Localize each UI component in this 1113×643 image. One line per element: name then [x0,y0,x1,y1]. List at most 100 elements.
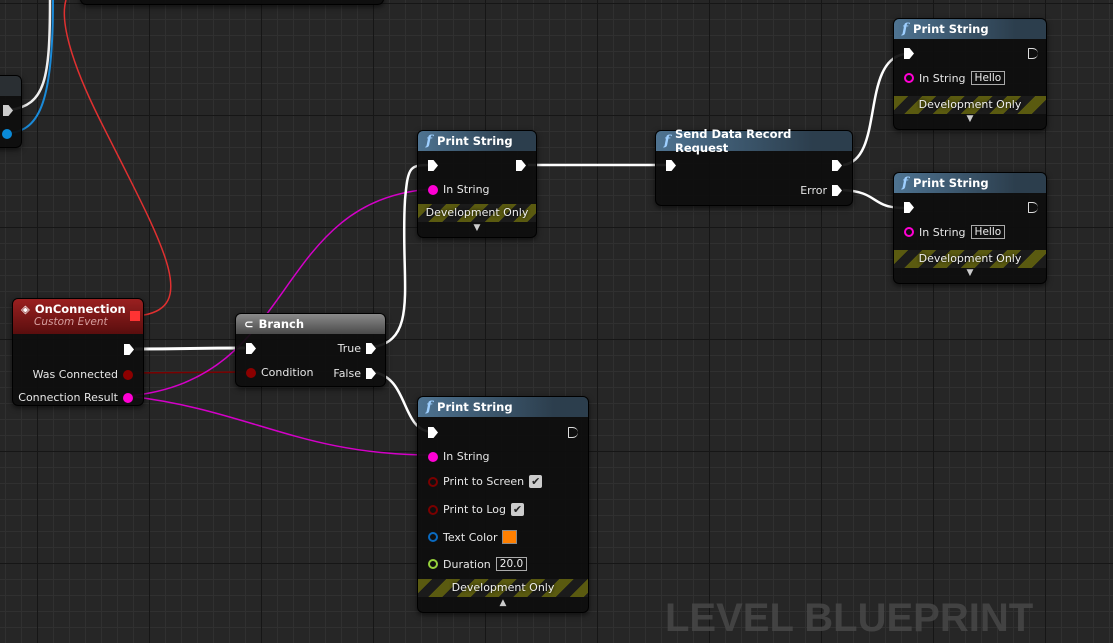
function-header: f Print String [418,131,536,151]
exec-in-pin[interactable] [428,160,438,171]
print-to-log-checkbox[interactable]: ✔ [511,503,524,516]
development-only-banner: Development Only [894,250,1046,268]
exec-wire-true [372,163,433,349]
bool-pin-icon [428,476,438,487]
exec-in-pin[interactable] [428,427,438,438]
in-string-input[interactable]: Hello [970,71,1006,85]
error-pin[interactable]: Error [800,184,842,197]
string-pin-icon [428,184,438,195]
development-only-banner: Development Only [418,579,588,597]
exec-out-pin[interactable] [568,427,578,438]
exec-pin-icon [568,427,578,438]
bool-pin-icon [123,369,133,380]
exec-out-pin[interactable] [1028,48,1038,59]
exec-out-pin[interactable] [516,160,526,171]
exec-out-pin[interactable] [832,160,842,171]
on-connection-node[interactable]: ◈OnConnection Custom Event Was Connected… [12,298,144,406]
node-title: Print String [913,176,989,190]
node-title: Branch [258,317,305,331]
text-color-swatch[interactable] [502,530,518,544]
float-pin-icon [428,559,438,569]
duration-input[interactable]: 20.0 [495,557,528,571]
function-icon: f [664,133,671,149]
function-icon: f [426,399,433,415]
print-to-screen-pin[interactable]: Print to Screen✔ [428,475,543,488]
false-pin[interactable]: False [333,367,376,380]
exec-pin-icon [124,344,134,355]
node-title: Send Data Record Request [675,127,792,155]
expand-arrow-icon[interactable]: ▼ [966,268,974,278]
exec-in-pin[interactable] [904,48,914,59]
struct-out-pin[interactable] [2,129,12,139]
in-string-pin[interactable]: In String Hello [904,71,1006,85]
exec-pin-icon [366,343,376,354]
string-wire-print1 [127,188,433,397]
pin-label: Duration [443,557,491,571]
exec-pin-icon [428,160,438,171]
level-blueprint-watermark: LEVEL BLUEPRINT [665,596,1034,640]
duration-pin[interactable]: Duration 20.0 [428,557,528,571]
exec-pin-icon [904,48,914,59]
pin-label: Condition [261,366,314,379]
exec-out-pin[interactable] [1028,202,1038,213]
node-header [0,76,21,96]
exec-pin-icon [3,105,13,116]
in-string-input[interactable]: Hello [970,225,1006,239]
string-wire-print4 [127,395,433,456]
exec-pin-icon [1028,48,1038,59]
function-icon: f [426,133,433,149]
exec-pin-icon [246,343,256,354]
branch-header: ⊂ Branch [236,314,385,334]
bool-wire [127,371,246,374]
pin-label: In String [919,71,966,85]
offscreen-node-left[interactable] [0,75,22,148]
struct-pin-icon [428,532,438,542]
offscreen-node-top[interactable] [80,0,384,5]
branch-icon: ⊂ [244,317,254,331]
expand-arrow-icon[interactable]: ▼ [473,223,481,233]
in-string-pin[interactable]: In String [428,450,490,463]
pin-label: In String [443,450,490,463]
exec-out-pin[interactable] [124,344,134,355]
node-title: Print String [437,134,513,148]
exec-pin-icon [1028,202,1038,213]
print-to-log-pin[interactable]: Print to Log ✔ [428,503,524,516]
true-pin[interactable]: True [338,342,376,355]
exec-out-pin[interactable] [3,105,13,116]
exec-in-pin[interactable] [904,202,914,213]
node-subtitle: Custom Event [34,316,108,328]
struct-pin-icon [2,129,12,139]
collapse-arrow-icon[interactable]: ▲ [499,598,507,608]
exec-pin-icon [904,202,914,213]
pin-label: Print to Log [443,503,506,516]
condition-pin[interactable]: Condition [246,366,314,379]
was-connected-pin[interactable]: Was Connected [33,368,133,381]
bool-pin-icon [246,367,256,378]
exec-in-pin[interactable] [246,343,256,354]
node-title: Print String [913,22,989,36]
exec-in-pin[interactable] [666,160,676,171]
delegate-pin-icon[interactable] [130,311,140,321]
in-string-pin[interactable]: In String [428,183,490,196]
pin-label: False [333,367,361,380]
connection-result-pin[interactable]: Connection Result [18,391,133,404]
branch-node[interactable]: ⊂ Branch Condition True False [235,313,386,387]
string-pin-icon [123,392,133,403]
pin-label: Text Color [443,530,498,544]
print-to-screen-checkbox[interactable]: ✔ [529,475,543,488]
development-only-banner: Development Only [894,96,1046,114]
exec-pin-icon [666,160,676,171]
event-header: ◈OnConnection Custom Event [13,299,143,334]
expand-arrow-icon[interactable]: ▼ [966,114,974,124]
text-color-pin[interactable]: Text Color [428,530,518,544]
event-delegate-wire [63,0,172,316]
